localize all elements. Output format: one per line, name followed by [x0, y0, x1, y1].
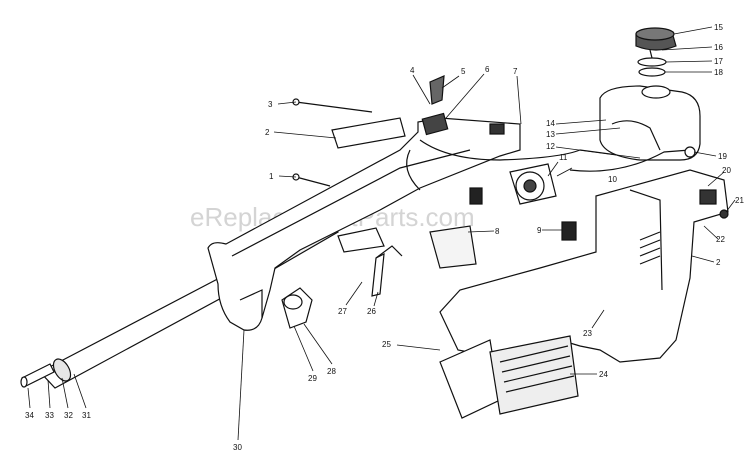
throttle-assembly	[337, 225, 477, 297]
callout-26: 26	[367, 307, 376, 316]
callout-23: 23	[583, 329, 592, 338]
callout-19: 19	[718, 152, 727, 161]
callout-18: 18	[714, 68, 723, 77]
callout-21: 21	[735, 196, 744, 205]
callout-5: 5	[461, 67, 466, 76]
callout-25: 25	[382, 340, 391, 349]
ignition-coil	[509, 163, 557, 205]
callout-30: 30	[233, 443, 242, 452]
callout-1: 1	[269, 172, 274, 181]
callout-16: 16	[714, 43, 723, 52]
left-housing-half	[207, 117, 521, 331]
callout-2: 2	[265, 128, 270, 137]
callout-14: 14	[546, 119, 555, 128]
callout-27: 27	[338, 307, 347, 316]
leader-lines	[27, 26, 736, 441]
callout-2-right-housing: 2	[716, 258, 721, 267]
callout-8: 8	[495, 227, 500, 236]
callout-15: 15	[714, 23, 723, 32]
front-mount	[281, 287, 313, 329]
right-housing	[439, 169, 729, 363]
callout-3: 3	[268, 100, 273, 109]
callout-34: 34	[25, 411, 34, 420]
callout-6: 6	[485, 65, 490, 74]
callout-12: 12	[546, 142, 555, 151]
fuel-cap-parts	[635, 27, 677, 77]
switch-and-wires	[406, 75, 641, 191]
callout-labels: 1 2 3 4 5 6 7 8 9 10 11 12 13 14 15 16 1…	[25, 23, 744, 452]
callout-7: 7	[513, 67, 518, 76]
clips	[469, 187, 577, 241]
callout-28: 28	[327, 367, 336, 376]
callout-32: 32	[64, 411, 73, 420]
callout-29: 29	[308, 374, 317, 383]
handle-grip	[439, 335, 579, 419]
callout-20: 20	[722, 166, 731, 175]
decal	[331, 117, 406, 149]
callout-9: 9	[537, 226, 542, 235]
fuel-line	[569, 146, 696, 172]
callout-13: 13	[546, 130, 555, 139]
callout-10: 10	[608, 175, 617, 184]
callout-24: 24	[599, 370, 608, 379]
callout-11: 11	[559, 153, 568, 162]
callout-33: 33	[45, 411, 54, 420]
callout-22: 22	[716, 235, 725, 244]
callout-17: 17	[714, 57, 723, 66]
callout-4: 4	[410, 66, 415, 75]
callout-31: 31	[82, 411, 91, 420]
fuel-tank	[599, 85, 701, 161]
